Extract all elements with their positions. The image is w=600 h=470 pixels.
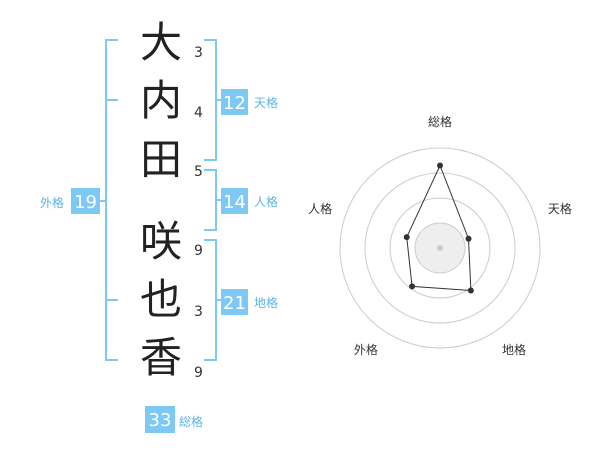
stroke-counts: 3 4 5 9 3 9 — [194, 45, 203, 381]
name-char-6: 香 — [140, 333, 182, 382]
brackets-right — [204, 39, 222, 361]
radar-grid-ring — [389, 197, 491, 299]
soukaku-value: 33 — [149, 410, 172, 431]
stroke-count-4: 9 — [194, 243, 203, 259]
tenkaku-bracket — [204, 39, 222, 161]
stroke-count-5: 3 — [194, 304, 203, 320]
radar-point — [465, 235, 472, 242]
stroke-count-2: 4 — [194, 105, 203, 121]
gaikaku-badge: 外格 19 — [40, 188, 100, 214]
soukaku-box — [145, 406, 175, 433]
jinkaku-box — [221, 188, 248, 214]
radar-axis-label: 総格 — [428, 114, 452, 129]
name-characters: 大 内 田 咲 也 香 — [140, 18, 182, 382]
name-char-4: 咲 — [140, 217, 182, 266]
jinkaku-badge: 14 人格 — [221, 188, 278, 214]
chikaku-value: 21 — [223, 293, 246, 314]
chikaku-badge: 21 地格 — [221, 289, 278, 315]
radar-axis-label: 天格 — [548, 201, 572, 216]
name-char-5: 也 — [140, 275, 182, 324]
radar-axis-label: 人格 — [308, 201, 332, 216]
radar-axis-label: 地格 — [502, 342, 526, 357]
jinkaku-label: 人格 — [254, 194, 278, 209]
chikaku-box — [221, 289, 248, 315]
radar-polygon — [406, 164, 472, 292]
jinkaku-value: 14 — [223, 192, 246, 213]
tenkaku-badge: 12 天格 — [221, 89, 278, 115]
radar-point — [403, 234, 410, 241]
tenkaku-label: 天格 — [254, 95, 278, 110]
gaikaku-value: 19 — [74, 192, 97, 213]
soukaku-badge: 33 総格 — [145, 406, 203, 433]
radar-point — [437, 162, 443, 169]
name-char-1: 大 — [140, 18, 182, 67]
radar-grid-ring — [364, 172, 516, 324]
tenkaku-value: 12 — [223, 93, 246, 114]
brackets-left — [96, 39, 118, 361]
radar-point — [409, 283, 416, 290]
jinkaku-bracket — [204, 169, 222, 231]
name-char-2: 内 — [140, 76, 182, 125]
radar-grid-ring — [414, 222, 466, 274]
tenkaku-box — [221, 89, 248, 115]
chikaku-bracket — [204, 239, 222, 361]
soukaku-label: 総格 — [179, 414, 203, 429]
radar-point — [467, 287, 474, 294]
stroke-count-1: 3 — [194, 45, 203, 61]
gaikaku-label: 外格 — [40, 195, 64, 210]
gaikaku-box — [71, 188, 100, 214]
stroke-count-6: 9 — [194, 365, 203, 381]
radar-center-dot — [437, 245, 443, 251]
radar-axis-label: 外格 — [354, 342, 378, 357]
name-char-3: 田 — [140, 135, 182, 184]
gaikaku-bracket — [105, 39, 118, 361]
radar-grid-ring — [339, 147, 541, 349]
chikaku-label: 地格 — [254, 295, 278, 310]
stroke-count-3: 5 — [194, 164, 203, 180]
